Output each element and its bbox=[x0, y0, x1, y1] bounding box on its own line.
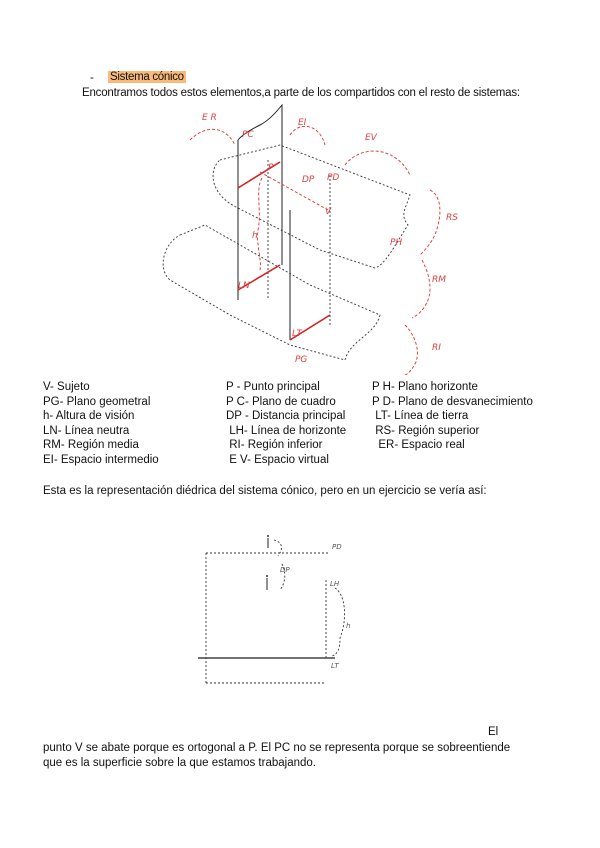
legend-item: PG- Plano geometral bbox=[43, 395, 151, 408]
horizon-plane bbox=[212, 144, 411, 269]
label-lt: LT bbox=[331, 662, 339, 670]
label-p: P bbox=[268, 163, 274, 173]
label-pg: PG bbox=[295, 355, 307, 365]
label-pd: PD bbox=[327, 173, 339, 183]
legend-item: RI- Región inferior bbox=[226, 439, 323, 452]
horizon-line bbox=[237, 161, 281, 189]
label-dp: DP bbox=[280, 566, 290, 574]
label-h: h bbox=[346, 622, 350, 630]
legend-item: P D- Plano de desvanecimiento bbox=[372, 395, 533, 408]
legend-item: E V- Espacio virtual bbox=[226, 453, 329, 466]
label-v: V bbox=[325, 207, 332, 217]
legend-item: P C- Plano de cuadro bbox=[226, 395, 336, 408]
legend-item: RM- Región media bbox=[43, 439, 139, 452]
legend-column-2: P - Punto principal P C- Plano de cuadro… bbox=[226, 380, 346, 468]
section-heading: Sistema cónico bbox=[108, 71, 186, 83]
label-er: E R bbox=[202, 113, 217, 123]
paragraph-line: que es la superficie sobre la que estamo… bbox=[43, 757, 316, 769]
label-ph: PH bbox=[390, 238, 402, 248]
legend-item: P H- Plano horizonte bbox=[372, 381, 478, 393]
point-v-marker bbox=[267, 535, 269, 537]
list-bullet: - bbox=[90, 72, 94, 84]
legend-item: DP - Distancia principal bbox=[226, 410, 346, 423]
intro-text: Encontramos todos estos elementos,a part… bbox=[82, 87, 520, 99]
legend-column-1: V- Sujeto PG- Plano geometral h- Altura … bbox=[43, 380, 159, 468]
legend-item: h- Altura de visión bbox=[43, 410, 135, 423]
legend-item: EI- Espacio intermedio bbox=[43, 453, 159, 466]
label-ei: EI bbox=[298, 118, 307, 128]
label-dp: DP bbox=[302, 175, 315, 185]
point-p-marker bbox=[266, 575, 268, 577]
description-paragraph: Esta es la representación diédrica del s… bbox=[43, 485, 487, 497]
exercise-diagram: PD DP LH h LT bbox=[198, 535, 350, 684]
paragraph-line: punto V se abate porque es ortogonal a P… bbox=[43, 742, 511, 754]
ground-line-right bbox=[289, 314, 331, 341]
legend-item: LH- Línea de horizonte bbox=[226, 424, 347, 437]
conical-system-diagram: E R PC EI EV P DP V h PD PH LN LT PG RS … bbox=[162, 103, 458, 375]
legend-item: LT- Línea de tierra bbox=[372, 410, 469, 423]
label-pc: PC bbox=[242, 130, 254, 140]
legend-item: LN- Línea neutra bbox=[43, 424, 130, 437]
legend-item: P - Punto principal bbox=[226, 381, 320, 393]
paragraph-fragment: El bbox=[488, 726, 499, 738]
legend-item: ER- Espacio real bbox=[372, 439, 465, 452]
picture-plane-edge bbox=[237, 103, 283, 260]
legend-item: RS- Región superior bbox=[372, 424, 480, 437]
geometral-plane bbox=[162, 224, 381, 361]
label-pd: PD bbox=[332, 543, 342, 551]
label-ln: LN bbox=[238, 281, 250, 291]
label-lt: LT bbox=[292, 329, 303, 339]
ground-line-left bbox=[237, 264, 281, 291]
legend-column-3: P H- Plano horizonte P D- Plano de desva… bbox=[372, 380, 533, 453]
label-lh: LH bbox=[330, 580, 340, 588]
label-h: h bbox=[252, 231, 258, 241]
explanation-paragraph: punto V se abate porque es ortogonal a P… bbox=[43, 741, 510, 771]
legend-item: V- Sujeto bbox=[43, 381, 90, 393]
label-rm: RM bbox=[432, 275, 446, 285]
label-ev: EV bbox=[365, 133, 378, 143]
label-rs: RS bbox=[446, 213, 458, 223]
label-ri: RI bbox=[432, 343, 441, 353]
